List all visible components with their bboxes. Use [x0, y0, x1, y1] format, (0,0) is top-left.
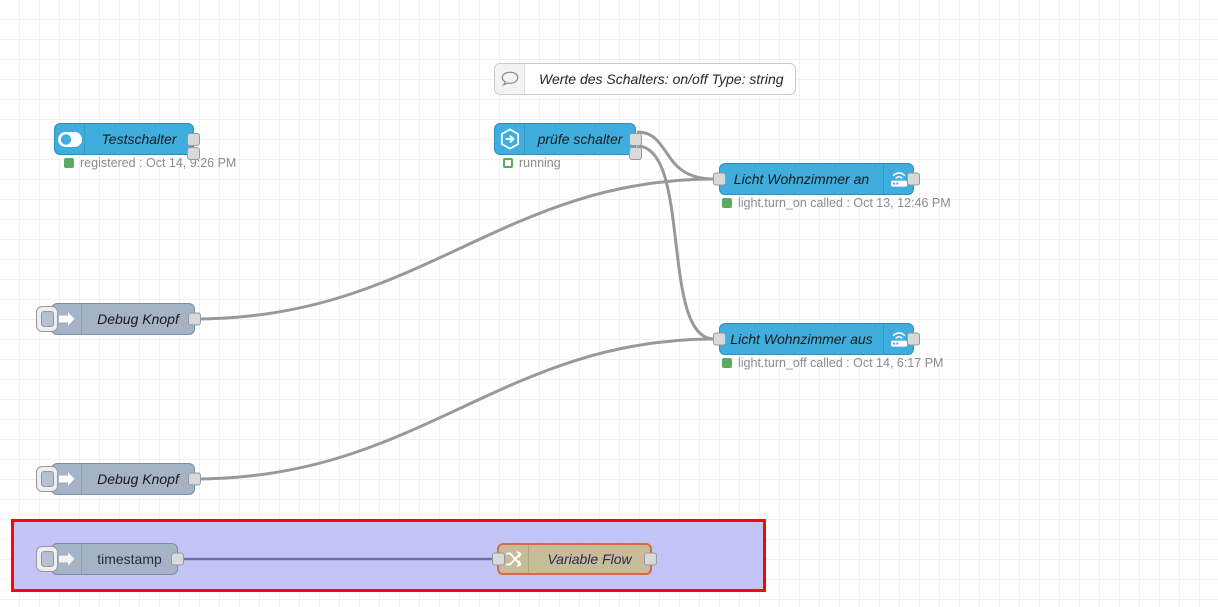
router-wifi-icon: [883, 164, 913, 194]
node-timestamp-label: timestamp: [97, 551, 162, 567]
inject-arrow-icon: [52, 544, 82, 574]
hexagon-arrow-icon: [495, 124, 525, 154]
status-dot: [722, 358, 732, 368]
node-pruefe-schalter-label: prüfe schalter: [537, 131, 623, 147]
status-text: light.turn_on called : Oct 13, 12:46 PM: [738, 196, 951, 210]
wire-debug1-to-licht-an: [194, 177, 715, 321]
wire-pruefe-to-licht-aus: [636, 144, 715, 341]
inject-button-glyph: [40, 311, 54, 327]
status-text: registered : Oct 14, 9:26 PM: [80, 156, 237, 170]
node-debug-knopf-2-label: Debug Knopf: [97, 471, 179, 487]
status-dot: [722, 198, 732, 208]
inject-arrow-icon: [52, 464, 82, 494]
inject-arrow-icon: [52, 304, 82, 334]
output-port[interactable]: [629, 147, 642, 160]
output-port[interactable]: [171, 552, 184, 566]
comment-text: Werte des Schalters: on/off Type: string: [539, 71, 784, 87]
shuffle-arrows-icon: [499, 545, 529, 573]
output-port[interactable]: [188, 472, 201, 486]
node-debug-knopf-1[interactable]: Debug Knopf: [36, 303, 201, 335]
inject-button-glyph: [40, 551, 54, 567]
output-port[interactable]: [907, 332, 920, 346]
speech-bubble-icon: [495, 64, 525, 94]
node-debug-knopf-2[interactable]: Debug Knopf: [36, 463, 201, 495]
wire-pruefe-to-licht-an: [636, 130, 715, 181]
node-timestamp[interactable]: timestamp: [36, 543, 184, 575]
node-debug-knopf-1-label: Debug Knopf: [97, 311, 179, 327]
node-licht-wohnzimmer-an[interactable]: Licht Wohnzimmer an: [713, 163, 920, 195]
comment-node[interactable]: Werte des Schalters: on/off Type: string: [494, 63, 796, 95]
node-licht-wohnzimmer-aus[interactable]: Licht Wohnzimmer aus: [713, 323, 920, 355]
node-licht-wohnzimmer-an-label: Licht Wohnzimmer an: [733, 171, 870, 187]
node-testschalter-label: Testschalter: [101, 131, 177, 147]
inject-button-glyph: [40, 471, 54, 487]
inject-trigger-button[interactable]: [36, 466, 58, 492]
status-dot: [503, 158, 513, 168]
output-port[interactable]: [907, 172, 920, 186]
input-port[interactable]: [713, 172, 726, 186]
node-pruefe-schalter[interactable]: prüfe schalter: [494, 123, 642, 160]
input-port[interactable]: [713, 332, 726, 346]
toggle-switch-icon: [55, 124, 85, 154]
output-port[interactable]: [187, 133, 200, 146]
node-testschalter-status: registered : Oct 14, 9:26 PM: [64, 156, 236, 170]
output-port[interactable]: [629, 133, 642, 146]
node-licht-wohnzimmer-aus-status: light.turn_off called : Oct 14, 6:17 PM: [722, 356, 943, 370]
node-licht-wohnzimmer-an-status: light.turn_on called : Oct 13, 12:46 PM: [722, 196, 951, 210]
node-testschalter[interactable]: Testschalter: [54, 123, 200, 160]
status-text: running: [519, 156, 561, 170]
node-variable-flow-label: Variable Flow: [547, 551, 632, 567]
status-dot: [64, 158, 74, 168]
router-wifi-icon: [883, 324, 913, 354]
status-text: light.turn_off called : Oct 14, 6:17 PM: [738, 356, 944, 370]
input-port[interactable]: [492, 552, 505, 566]
inject-trigger-button[interactable]: [36, 546, 58, 572]
wire-debug2-to-licht-aus: [194, 337, 715, 481]
output-port[interactable]: [188, 312, 201, 326]
inject-trigger-button[interactable]: [36, 306, 58, 332]
node-licht-wohnzimmer-aus-label: Licht Wohnzimmer aus: [730, 331, 873, 347]
output-port[interactable]: [644, 552, 657, 566]
node-pruefe-schalter-status: running: [503, 156, 561, 170]
node-variable-flow[interactable]: Variable Flow: [492, 543, 657, 575]
output-port[interactable]: [187, 147, 200, 160]
